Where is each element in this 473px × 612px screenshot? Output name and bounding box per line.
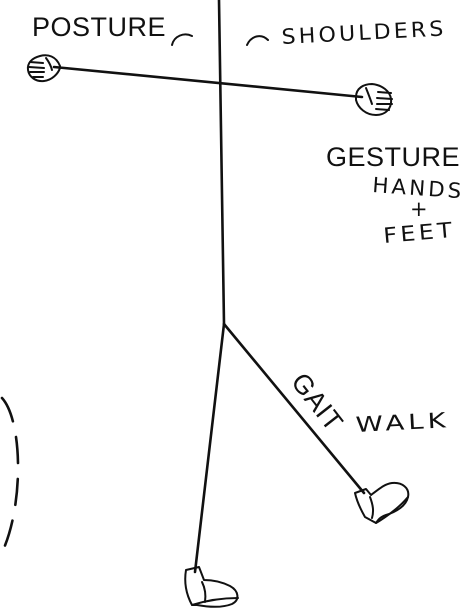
gait-label: GAIT xyxy=(285,367,349,437)
shoulder-mark-left xyxy=(172,34,192,45)
plus-label: + xyxy=(410,197,431,221)
walk-label: WALK xyxy=(355,408,450,437)
gesture-label: GESTURE xyxy=(326,142,460,172)
figure-arms xyxy=(54,67,362,97)
dashed-arc xyxy=(2,398,18,548)
figure-leg-right xyxy=(224,324,364,493)
boot-icon xyxy=(185,567,238,607)
feet-label: FEET xyxy=(382,218,456,248)
posture-label: POSTURE xyxy=(32,12,166,42)
figure-leg-left xyxy=(195,324,224,572)
boot-icon xyxy=(355,483,408,523)
shoulders-label: SHOULDERS xyxy=(281,16,447,49)
shoulder-mark-right xyxy=(247,36,268,45)
figure-spine xyxy=(219,0,224,324)
hand-icon xyxy=(356,84,392,115)
